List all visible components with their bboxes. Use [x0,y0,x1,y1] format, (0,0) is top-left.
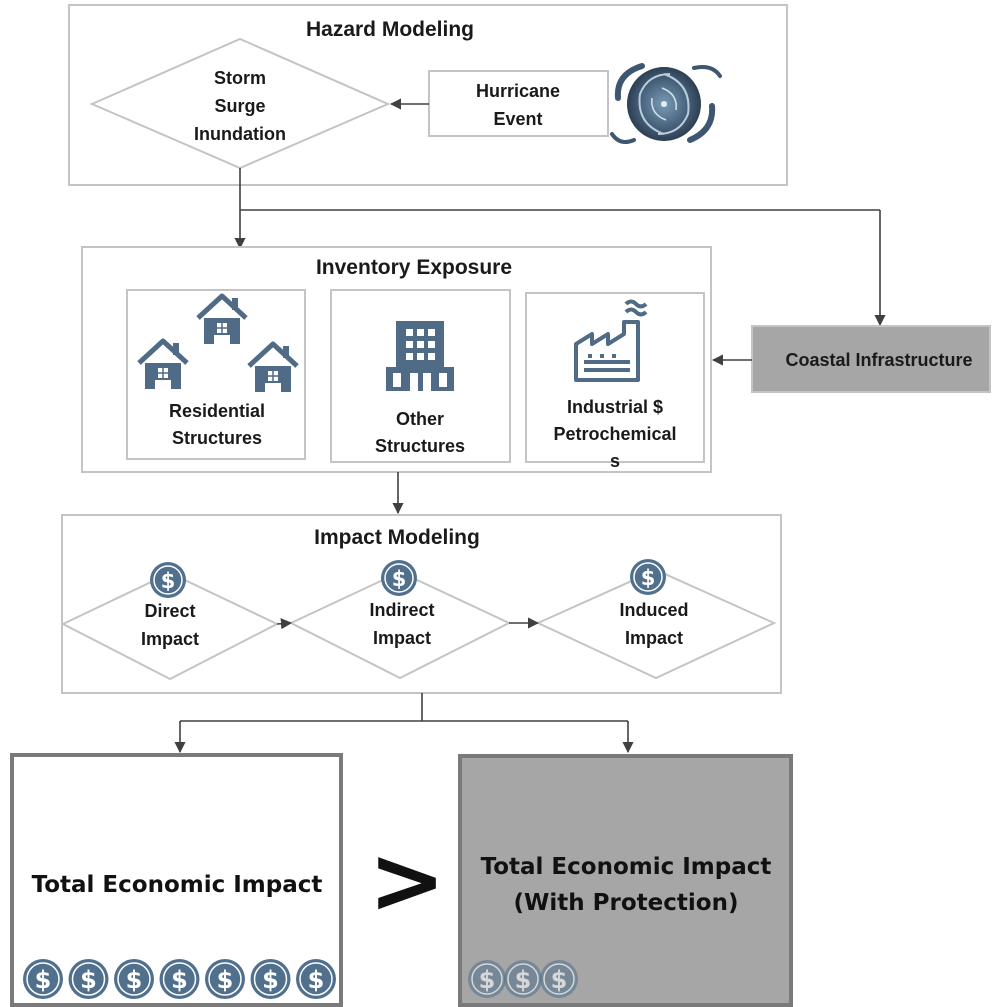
svg-text:$: $ [479,966,496,994]
indirect-impact-node: Indirect Impact [288,570,512,680]
greater-than-symbol: > [368,827,445,934]
residential-structures-node: Residential Structures [126,289,306,460]
residential-label-line1: Residential [169,401,265,421]
svg-text:$: $ [161,569,176,593]
hurricane-event-node: Hurricane Event [428,70,609,137]
total-economic-impact-box: Total Economic Impact $ $ $ $ $ $ $ [10,753,343,1007]
house-icon [196,293,248,344]
hurricane-icon [610,63,722,144]
hazard-modeling-title: Hazard Modeling [306,18,474,41]
induced-impact-label-line1: Induced [619,600,688,620]
coin-row-with-protection: $ $ $ [468,960,578,998]
svg-text:$: $ [392,567,407,591]
svg-text:$: $ [262,966,279,994]
induced-impact-label-line2: Impact [625,628,683,648]
svg-text:$: $ [515,966,532,994]
svg-text:$: $ [80,966,97,994]
protected-impact-label-line1: Total Economic Impact [481,854,772,880]
hurricane-event-label-line1: Hurricane [476,81,560,101]
dollar-coin-icon: $ [381,560,417,596]
dollar-coin-icon: $ [296,959,336,999]
hazard-modeling-section: Hazard Modeling Storm Surge Inundation H… [68,4,788,186]
office-building-icon [386,321,454,391]
storm-surge-node: Storm Surge Inundation [89,37,391,170]
residential-label-line2: Structures [172,428,262,448]
svg-text:$: $ [551,966,568,994]
inventory-exposure-title: Inventory Exposure [316,256,512,279]
impact-modeling-section: Impact Modeling Direct Impact Indirect I… [60,514,782,694]
svg-text:$: $ [308,966,325,994]
industrial-petrochemicals-node: Industrial $ Petrochemical s [525,292,705,471]
storm-surge-label-line1: Storm [214,68,266,88]
svg-text:$: $ [217,966,234,994]
house-icon [247,341,299,392]
other-structures-label-line2: Structures [375,436,465,456]
dollar-coin-icon: $ [114,959,154,999]
dollar-coin-icon: $ [468,960,506,998]
svg-text:$: $ [35,966,52,994]
impact-modeling-title: Impact Modeling [314,526,480,549]
dollar-coin-icon: $ [150,562,186,598]
protected-impact-label-line2: (With Protection) [514,890,739,916]
industrial-label-line3: s [610,451,620,471]
factory-icon [574,299,648,382]
dollar-coin-icon: $ [205,959,245,999]
protected-economic-impact-box: Total Economic Impact (With Protection) … [458,754,793,1007]
coastal-infrastructure-label: Coastal Infrastructure [785,350,972,370]
dollar-coin-icon: $ [250,959,291,999]
indirect-impact-label-line1: Indirect [369,600,434,620]
direct-impact-label-line2: Impact [141,629,199,649]
coastal-infrastructure-node: Coastal Infrastructure [751,325,991,393]
dollar-coin-icon: $ [159,959,200,999]
inventory-exposure-section: Inventory Exposure [81,246,712,473]
storm-surge-label-line3: Inundation [194,124,286,144]
arrow-direct-to-indirect [276,618,293,630]
industrial-label-line1: Industrial $ [567,397,663,417]
industrial-label-line2: Petrochemical [553,424,676,444]
direct-impact-label-line1: Direct [144,601,195,621]
other-structures-node: Other Structures [330,289,511,463]
house-icon [137,338,189,389]
indirect-impact-label-line2: Impact [373,628,431,648]
dollar-coin-icon: $ [23,959,63,999]
svg-text:$: $ [126,966,143,994]
dollar-coin-icon: $ [540,960,578,998]
dollar-coin-icon: $ [504,960,542,998]
svg-text:$: $ [641,566,656,590]
other-structures-label-line1: Other [396,409,444,429]
total-economic-impact-label: Total Economic Impact [32,872,323,898]
svg-text:$: $ [171,966,188,994]
induced-impact-node: Induced Impact [535,568,777,680]
dollar-coin-icon: $ [630,559,666,595]
hurricane-event-label-line2: Event [493,109,542,129]
storm-surge-label-line2: Surge [214,96,265,116]
dollar-coin-icon: $ [68,959,109,999]
coin-row-without-protection: $ $ $ $ $ $ $ [23,959,336,999]
